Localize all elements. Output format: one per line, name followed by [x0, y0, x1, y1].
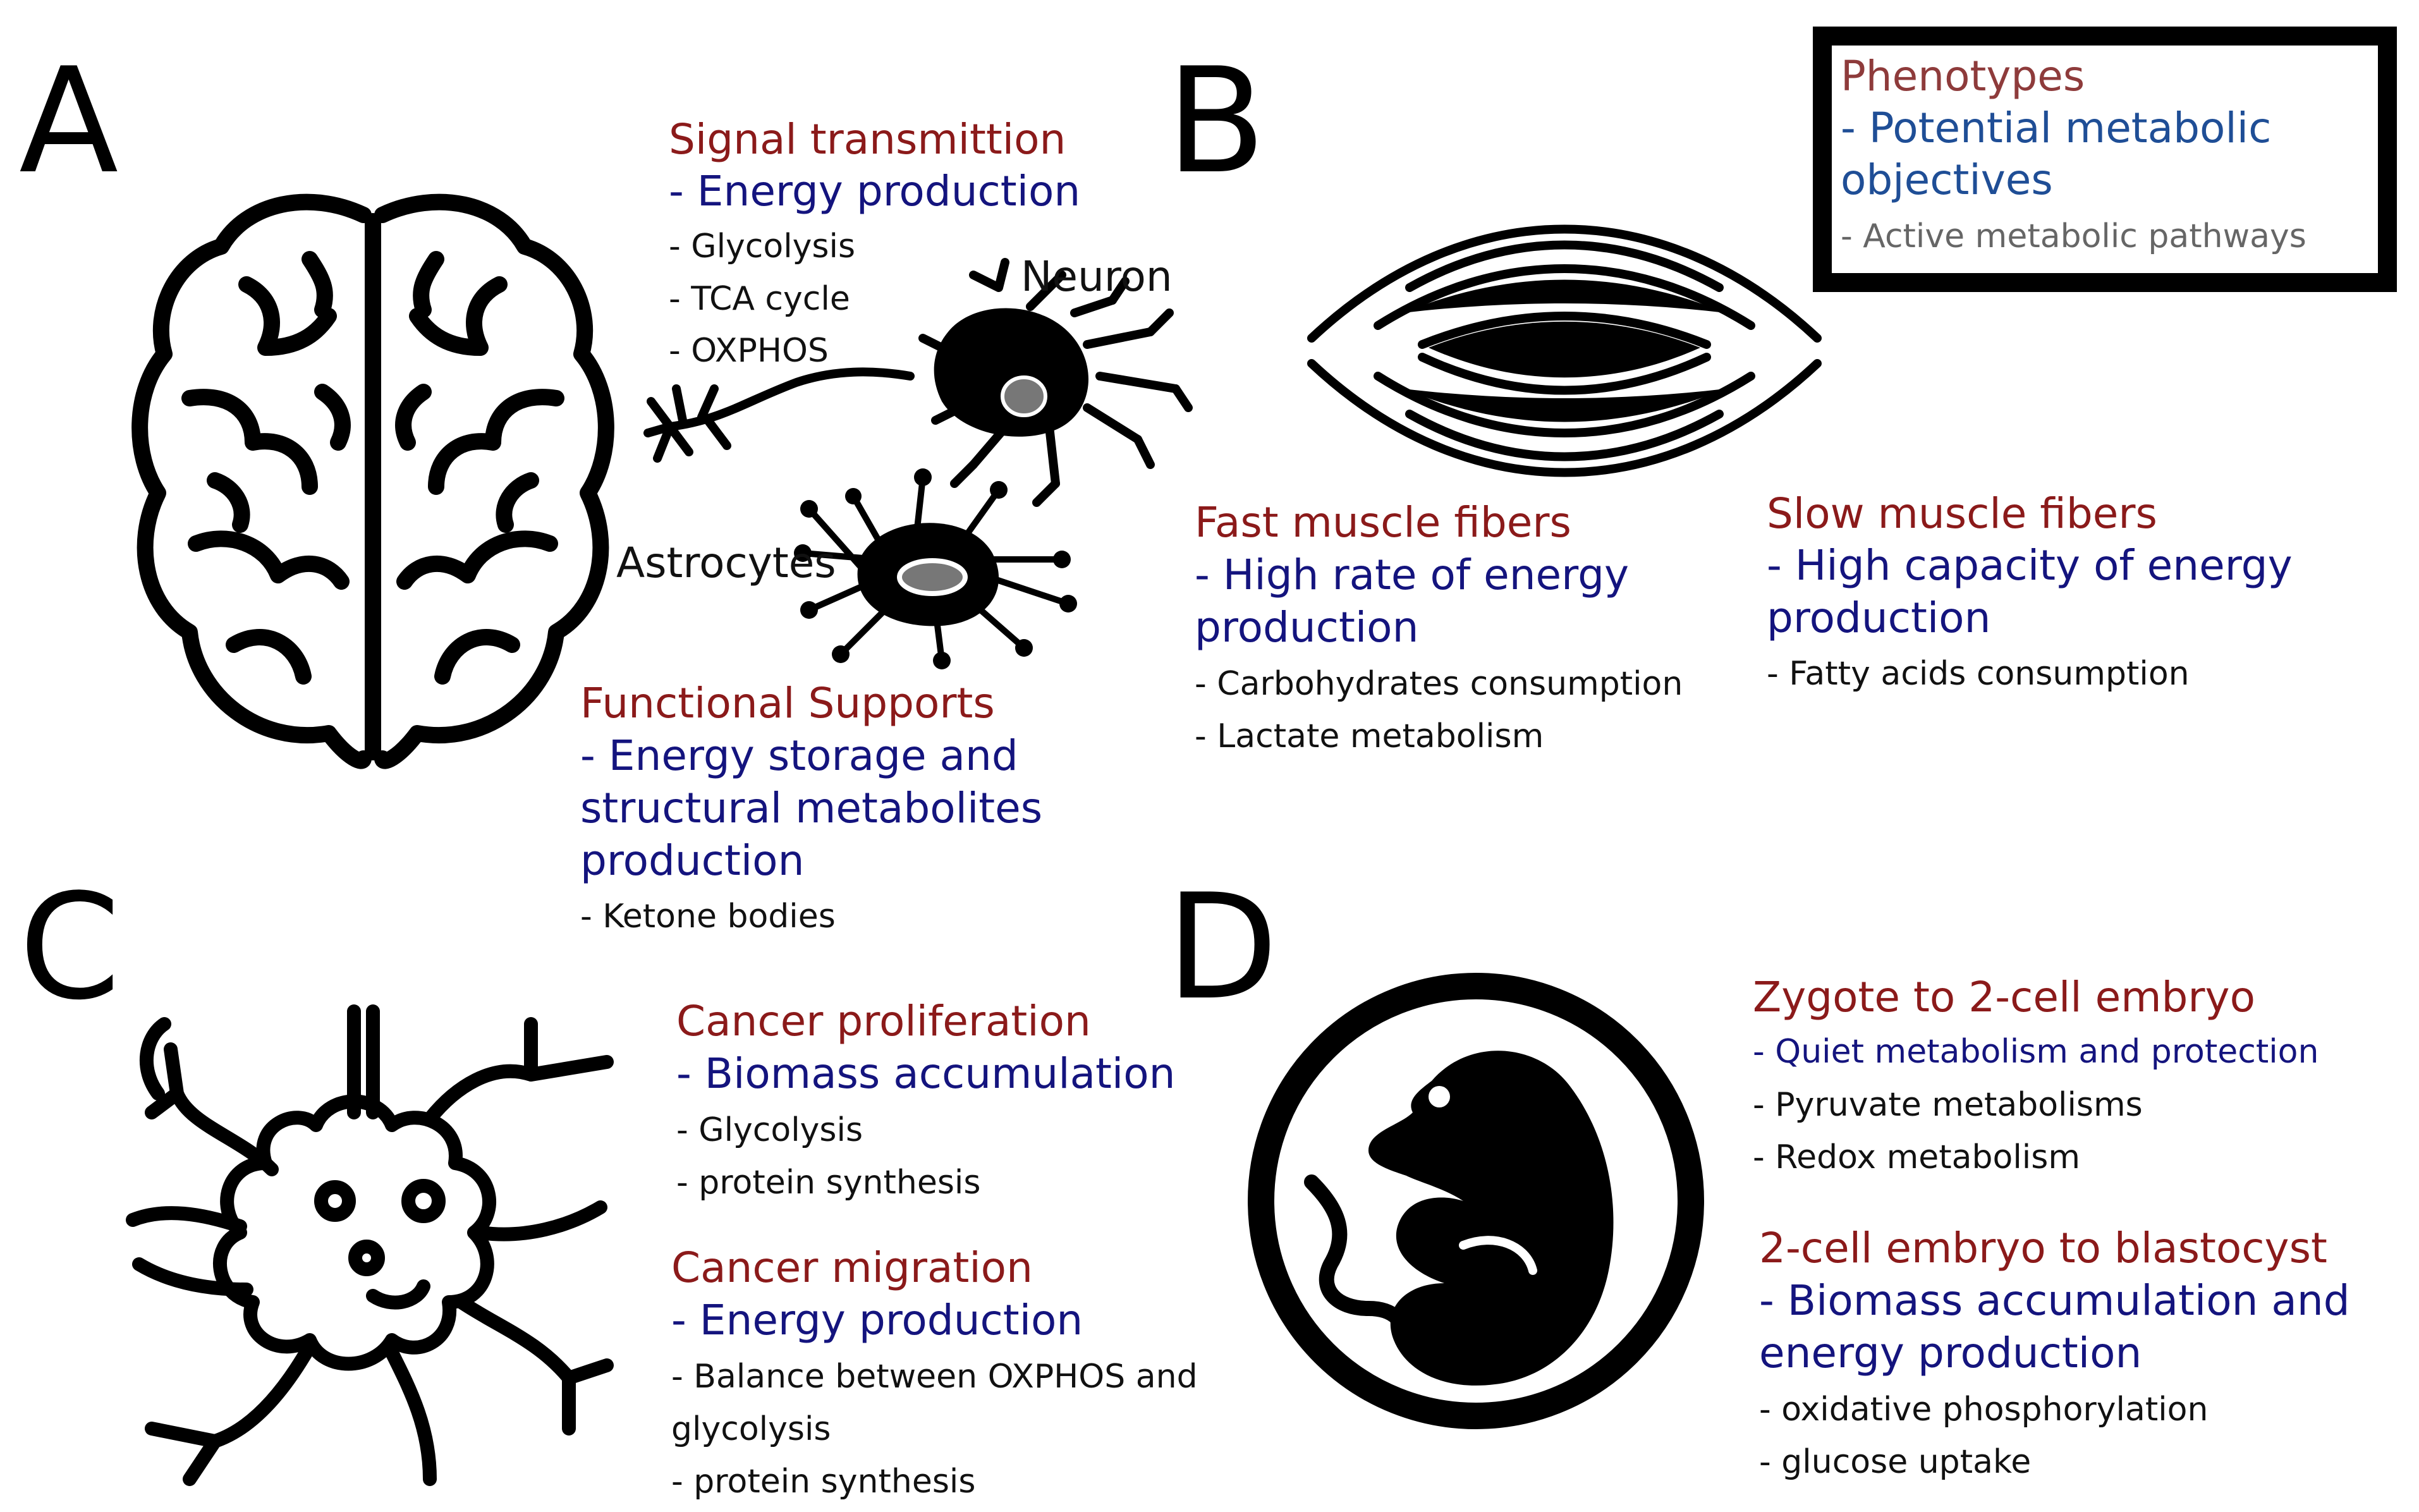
cancer-cell-icon [126, 1004, 614, 1486]
proliferation-pathway-0: - Glycolysis [676, 1111, 863, 1149]
neuron-icon [643, 258, 1193, 507]
embryo-icon [1248, 973, 1704, 1429]
blastocyst-title: 2-cell embryo to blastocyst [1759, 1224, 2327, 1272]
zygote-objective: - Quiet metabolism and protection [1753, 1033, 2319, 1071]
neuron-label: Neuron [1021, 252, 1173, 301]
legend-objectives-line2: objectives [1841, 155, 2053, 204]
blastocyst-pathway-0: - oxidative phosphorylation [1759, 1391, 2209, 1429]
proliferation-title: Cancer proliferation [676, 997, 1091, 1046]
signal-pathway-1: - TCA cycle [669, 280, 850, 318]
panel-letter-c: C [19, 863, 121, 1032]
zygote-title: Zygote to 2-cell embryo [1753, 973, 2255, 1021]
blastocyst-objective-line-0: - Biomass accumulation and [1759, 1276, 2350, 1325]
signal-title: Signal transmittion [669, 115, 1066, 164]
legend-box [1813, 27, 2397, 292]
panel-letter-a: A [19, 37, 119, 206]
slow-objective-line-0: - High capacity of energy [1767, 541, 2293, 590]
zygote-pathway-1: - Redox metabolism [1753, 1138, 2080, 1176]
support-objective-line-1: structural metabolites [580, 784, 1043, 832]
legend-phenotypes: Phenotypes [1841, 52, 2085, 101]
muscle-icon [1307, 224, 1822, 477]
slow-objective-line-1: production [1767, 594, 1991, 642]
signal-pathway-2: - OXPHOS [669, 332, 829, 370]
fast-pathway-0: - Carbohydrates consumption [1195, 665, 1683, 703]
legend-objectives-line1: - Potential metabolic [1841, 104, 2272, 152]
fast-objective-line-0: - High rate of energy [1195, 551, 1630, 599]
blastocyst-pathway-1: - glucose uptake [1759, 1443, 2032, 1481]
signal-objective: - Energy production [669, 167, 1081, 216]
fast-objective-line-1: production [1195, 603, 1419, 652]
support-objective-line-2: production [580, 836, 805, 885]
signal-pathway-0: - Glycolysis [669, 228, 856, 265]
brain-icon [131, 193, 614, 769]
support-objective-line-0: - Energy storage and [580, 731, 1018, 780]
fast-title: Fast muscle fibers [1195, 498, 1571, 547]
panel-letter-d: D [1166, 863, 1279, 1032]
migration-pathway-1: glycolysis [671, 1410, 831, 1448]
migration-pathway-2: - protein synthesis [671, 1463, 976, 1501]
astrocytes-label: Astrocytes [616, 539, 836, 587]
fast-pathway-1: - Lactate metabolism [1195, 717, 1544, 755]
migration-pathway-0: - Balance between OXPHOS and [671, 1358, 1198, 1396]
migration-objective: - Energy production [671, 1296, 1083, 1344]
support-title: Functional Supports [580, 679, 995, 728]
support-pathway-0: - Ketone bodies [580, 898, 836, 936]
slow-title: Slow muscle fibers [1767, 489, 2157, 538]
blastocyst-objective-line-1: energy production [1759, 1329, 2142, 1377]
proliferation-pathway-1: - protein synthesis [676, 1164, 981, 1202]
astrocyte-icon [794, 468, 1077, 669]
zygote-pathway-0: - Pyruvate metabolisms [1753, 1086, 2143, 1124]
migration-title: Cancer migration [671, 1243, 1033, 1292]
slow-pathway-0: - Fatty acids consumption [1767, 655, 2190, 693]
legend-pathways: - Active metabolic pathways [1841, 217, 2306, 255]
panel-letter-b: B [1166, 37, 1266, 206]
proliferation-objective: - Biomass accumulation [676, 1049, 1176, 1098]
